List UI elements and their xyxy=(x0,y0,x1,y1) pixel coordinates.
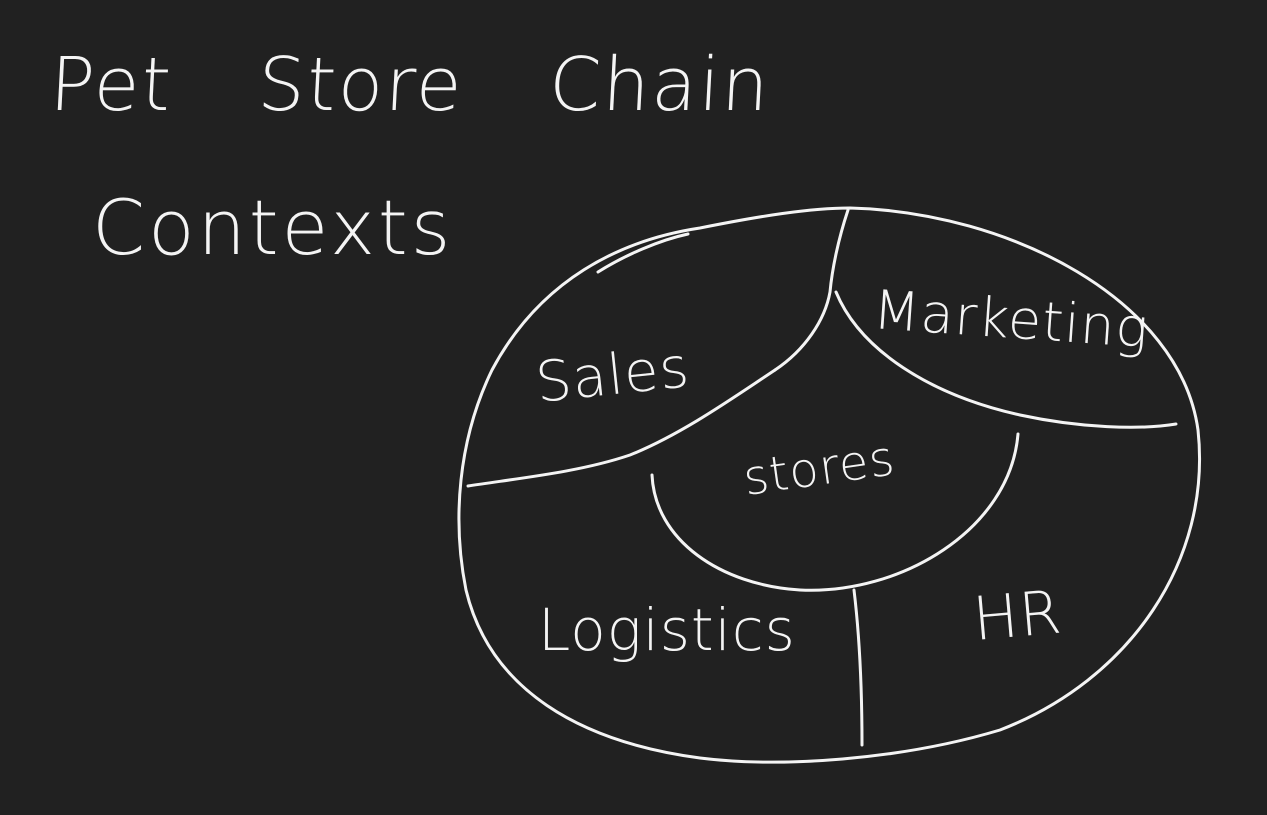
divider-logistics-hr xyxy=(852,588,864,747)
page-subtitle: Contexts xyxy=(92,183,454,272)
outer-boundary xyxy=(457,206,1201,764)
divider-marketing-hr xyxy=(834,290,1178,429)
divider-sales-marketing xyxy=(773,208,850,372)
region-label-hr: HR xyxy=(970,577,1065,654)
region-label-stores: stores xyxy=(740,430,899,507)
stray-stroke xyxy=(596,232,690,274)
region-label-marketing: Marketing xyxy=(871,278,1151,360)
divider-sales-logistics xyxy=(466,368,777,488)
stores-arc xyxy=(650,432,1020,592)
region-label-logistics: Logistics xyxy=(538,596,796,664)
region-label-sales: Sales xyxy=(533,335,693,416)
